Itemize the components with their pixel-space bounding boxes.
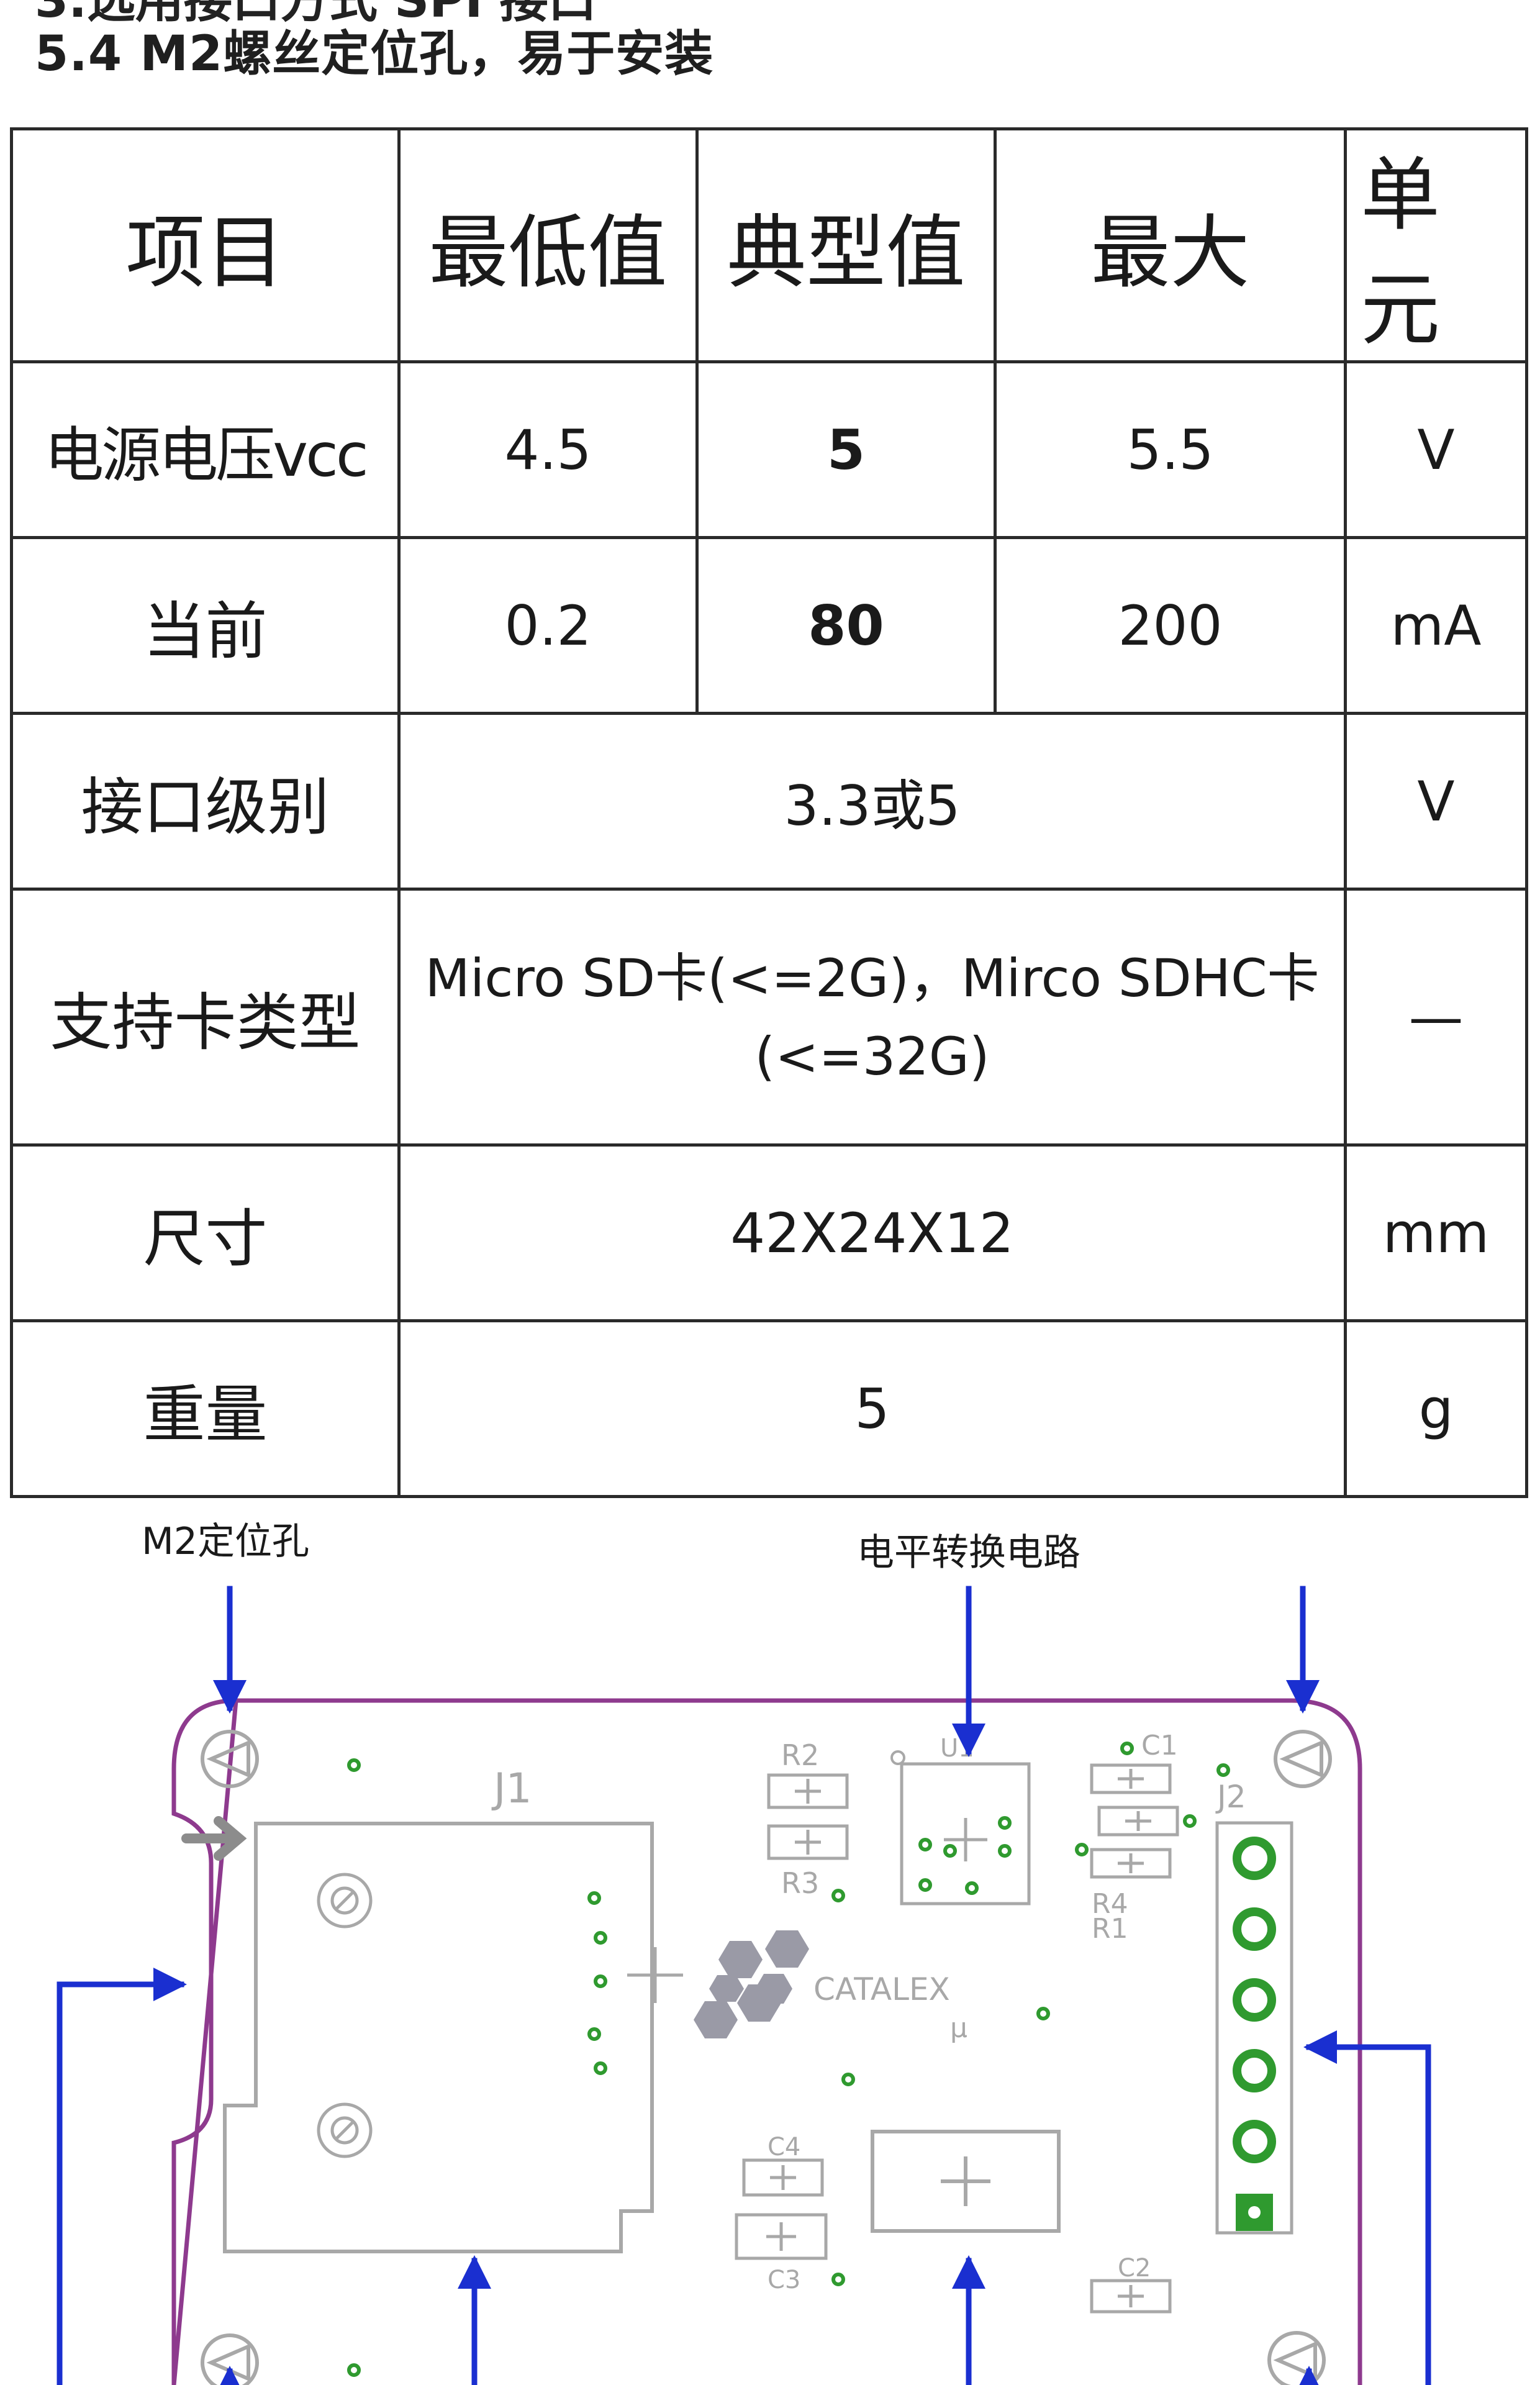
row-item: 电源电压vcc — [10, 360, 401, 539]
header-min: 最低值 — [397, 127, 699, 363]
row-max: 5.5 — [994, 360, 1347, 539]
card-type-line-2: (<=32G) — [754, 1025, 990, 1087]
row-typ: 5 — [695, 360, 997, 539]
resistor-r1 — [1090, 1848, 1172, 1879]
spec-table: 项目 最低值 典型值 最大 单元 电源电压vcc 4.5 5 5.5 V 当前 … — [10, 127, 1528, 1498]
board-diagram: M2定位孔 电平转换电路 J1 CATALEX R2 — [57, 1520, 1431, 2385]
c3-label: C3 — [768, 2266, 800, 2294]
j2-header-outline — [1215, 1821, 1293, 2235]
row-value-span: 3.3或5 — [397, 712, 1347, 891]
row-value-span: 42X24X12 — [397, 1143, 1347, 1322]
mount-hole-top-left — [201, 1730, 259, 1788]
u1-pads — [918, 1816, 1012, 1895]
c1-label: C1 — [1141, 1730, 1178, 1761]
header-unit: 单元 — [1344, 127, 1528, 363]
via-pad — [1120, 1742, 1134, 1755]
resistor-r4 — [1097, 1806, 1179, 1837]
callout-arrows — [57, 1586, 1431, 2385]
row-item: 接口级别 — [10, 712, 401, 891]
row-value-span: 5 — [397, 1319, 1347, 1498]
row-item: 尺寸 — [10, 1143, 401, 1322]
header-typ: 典型值 — [695, 127, 997, 363]
pcb-mark: μ — [950, 2012, 967, 2044]
row-max: 200 — [994, 536, 1347, 715]
voltage-regulator — [871, 2130, 1061, 2233]
table-row: 尺寸 42X24X12 mm — [10, 1143, 1528, 1322]
capacitor-c2 — [1090, 2279, 1172, 2314]
row-unit: — — [1344, 888, 1528, 1147]
row-min: 0.2 — [397, 536, 699, 715]
catalex-brand-text: CATALEX — [813, 1971, 950, 2007]
row-unit: g — [1344, 1319, 1528, 1498]
row-min: 4.5 — [397, 360, 699, 539]
c4-label: C4 — [768, 2133, 800, 2161]
socket-center-mark — [627, 1947, 683, 2003]
socket-peg-bottom — [317, 2102, 373, 2158]
row-item: 重量 — [10, 1319, 401, 1498]
j1-label: J1 — [491, 1765, 532, 1812]
j2-header-pins — [1233, 1837, 1276, 2231]
table-row: 电源电压vcc 4.5 5 5.5 V — [10, 360, 1528, 539]
via-pad — [831, 1889, 845, 1902]
board-outline — [171, 1698, 1362, 2385]
socket-peg-top — [317, 1873, 373, 1928]
header-item: 项目 — [10, 127, 401, 363]
level-shift-label: 电平转换电路 — [857, 1531, 1080, 1574]
table-header-row: 项目 最低值 典型值 最大 单元 — [10, 127, 1528, 363]
row-item: 支持卡类型 — [10, 888, 401, 1147]
section-heading: 5.4 M2螺丝定位孔，易于安装 — [35, 26, 714, 82]
j2-label: J2 — [1215, 1779, 1246, 1815]
table-row: 支持卡类型 Micro SD卡(<=2G)，Mirco SDHC卡 (<=32G… — [10, 888, 1528, 1147]
table-row: 重量 5 g — [10, 1319, 1528, 1498]
row-unit: V — [1344, 360, 1528, 539]
r2-label: R2 — [781, 1738, 819, 1772]
mount-hole-bottom-right — [1267, 2331, 1326, 2385]
row-unit: mA — [1344, 536, 1528, 715]
c2-label: C2 — [1118, 2254, 1151, 2283]
card-type-line-1: Micro SD卡(<=2G)，Mirco SDHC卡 — [425, 947, 1320, 1009]
capacitor-c4 — [742, 2158, 824, 2197]
catalex-logo — [694, 1930, 809, 2038]
socket-contact-pads — [347, 1758, 607, 2377]
row-item: 当前 — [10, 536, 401, 715]
mount-hole-label: M2定位孔 — [142, 1520, 309, 1563]
resistor-r2 — [767, 1773, 849, 1809]
row-unit: mm — [1344, 1143, 1528, 1322]
row-typ: 80 — [695, 536, 997, 715]
row-unit: V — [1344, 712, 1528, 891]
r3-label: R3 — [781, 1866, 819, 1900]
level-shift-ic-u1 — [900, 1762, 1031, 1906]
passive-pads — [841, 1763, 1230, 2086]
table-row: 当前 0.2 80 200 mA — [10, 536, 1528, 715]
r1-label: R1 — [1092, 1913, 1128, 1945]
row-value-span: Micro SD卡(<=2G)，Mirco SDHC卡 (<=32G) — [397, 888, 1347, 1147]
r4-label: R4 — [1092, 1888, 1128, 1920]
capacitor-c3 — [735, 2213, 828, 2260]
card-insert-arrow-icon — [181, 1816, 247, 1861]
sd-socket-outline — [223, 1822, 654, 2253]
table-row: 接口级别 3.3或5 V — [10, 712, 1528, 891]
mount-hole-top-right — [1274, 1730, 1332, 1788]
via-pad — [831, 2273, 845, 2286]
capacitor-c1 — [1090, 1763, 1172, 1794]
u1-pin1-marker — [890, 1750, 905, 1765]
cut-off-heading: 3.选用接口方式 SPI 接口 — [35, 0, 597, 29]
header-max: 最大 — [994, 127, 1347, 363]
resistor-r3 — [767, 1824, 849, 1860]
